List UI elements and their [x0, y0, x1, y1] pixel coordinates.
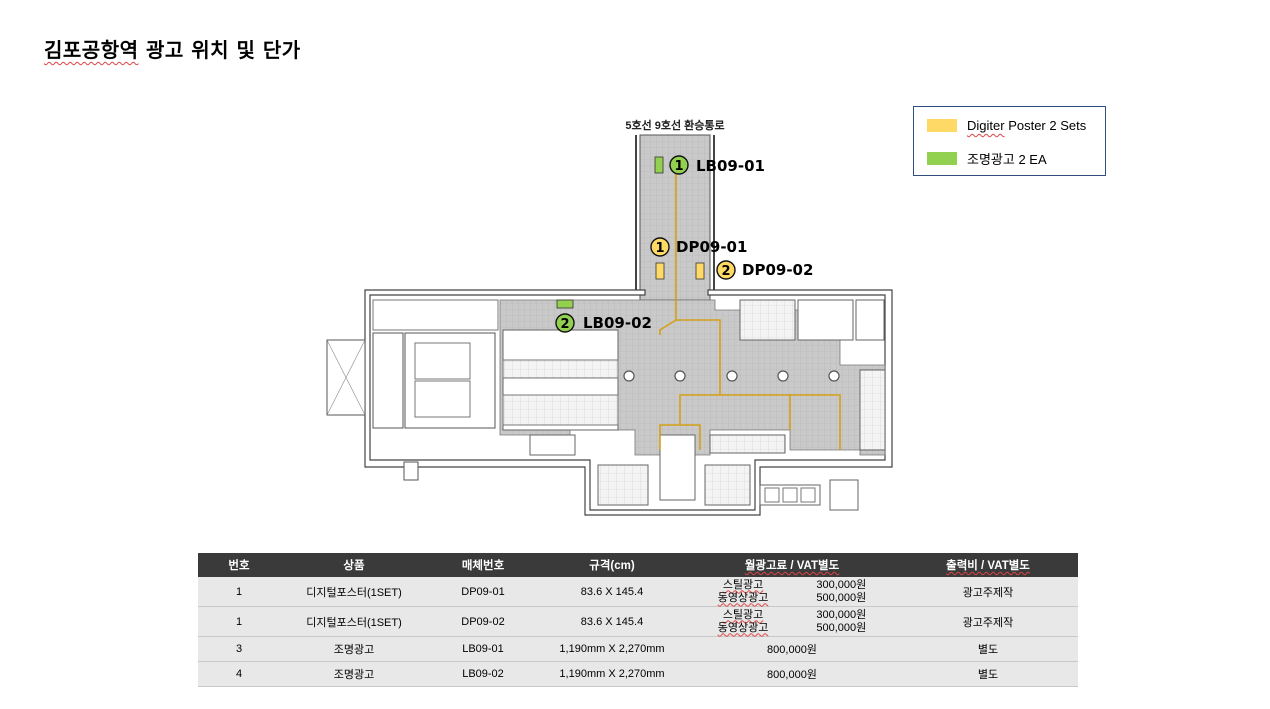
cell-code: LB09-02	[428, 661, 538, 687]
legend-item-light-box: 조명광고 2 EA	[927, 149, 1047, 168]
marker-number: 1	[655, 241, 664, 256]
cell-code: DP09-02	[428, 606, 538, 637]
fee-price: 300,000원	[816, 608, 867, 621]
legend-label: 조명광고 2 EA	[967, 152, 1047, 167]
fee-label: 동영상광고	[717, 591, 769, 604]
cell-size: 1,190mm X 2,270mm	[538, 636, 686, 662]
corridor-label: 5호선 9호선 환승통로	[625, 118, 724, 132]
cell-fee: 800,000원	[686, 661, 898, 687]
title-station: 김포공항역	[44, 38, 139, 62]
cell-print: 별도	[898, 636, 1078, 662]
header-size: 규격(cm)	[538, 553, 686, 577]
ad-marker-lb09-01: 1 LB09-01	[654, 155, 765, 175]
marker-number-badge	[650, 237, 670, 257]
header-print-fee-label: 출력비 / VAT별도	[946, 560, 1030, 572]
cell-product: 디지털포스터(1SET)	[280, 606, 428, 637]
cell-fee: 스틸광고 300,000원 동영상광고 500,000원	[686, 606, 898, 637]
price-table: 번호 상품 매체번호 규격(cm) 월광고료 / VAT별도 출력비 / VAT…	[198, 553, 1078, 687]
fee-label: 동영상광고	[717, 621, 769, 634]
title-rest: 광고 위치 및 단가	[138, 38, 301, 62]
cell-print: 광고주제작	[898, 577, 1078, 607]
page-title: 김포공항역 광고 위치 및 단가	[44, 34, 301, 63]
cell-no: 1	[198, 606, 280, 637]
fee-price: 500,000원	[816, 591, 867, 604]
table-header-row: 번호 상품 매체번호 규격(cm) 월광고료 / VAT별도 출력비 / VAT…	[198, 553, 1078, 577]
cell-size: 83.6 X 145.4	[538, 606, 686, 637]
legend-swatch-green	[927, 152, 957, 165]
header-print-fee: 출력비 / VAT별도	[898, 553, 1078, 577]
cell-no: 4	[198, 661, 280, 687]
ad-panel-digital	[655, 262, 665, 280]
cell-product: 디지털포스터(1SET)	[280, 577, 428, 607]
marker-number: 2	[721, 264, 730, 279]
fee-price: 300,000원	[816, 578, 867, 591]
table-row: 3 조명광고 LB09-01 1,190mm X 2,270mm 800,000…	[198, 636, 1078, 662]
marker-code: LB09-02	[583, 314, 652, 332]
ad-panel-digital	[695, 262, 705, 280]
ad-marker-lb09-02: 2 LB09-02	[555, 299, 652, 333]
cell-size: 83.6 X 145.4	[538, 577, 686, 607]
header-no: 번호	[198, 553, 280, 577]
cell-code: LB09-01	[428, 636, 538, 662]
cell-fee: 800,000원	[686, 636, 898, 662]
ad-marker-dp09-01: 1 DP09-01	[650, 237, 747, 280]
legend-label: Digiter Poster 2 Sets	[967, 118, 1087, 133]
marker-number-badge	[716, 260, 736, 280]
ad-panel-light	[556, 299, 574, 309]
table-row: 1 디지털포스터(1SET) DP09-01 83.6 X 145.4 스틸광고…	[198, 577, 1078, 607]
cell-no: 3	[198, 636, 280, 662]
cell-code: DP09-01	[428, 577, 538, 607]
fee-label: 스틸광고	[722, 608, 764, 621]
table-row: 1 디지털포스터(1SET) DP09-02 83.6 X 145.4 스틸광고…	[198, 606, 1078, 637]
marker-number: 1	[674, 159, 683, 174]
marker-number-badge	[669, 155, 689, 175]
fee-label: 스틸광고	[722, 578, 764, 591]
legend: Digiter Poster 2 Sets 조명광고 2 EA	[913, 106, 1106, 176]
header-monthly-fee: 월광고료 / VAT별도	[686, 553, 898, 577]
cell-fee: 스틸광고 300,000원 동영상광고 500,000원	[686, 577, 898, 607]
fee-price: 500,000원	[816, 621, 867, 634]
marker-code: DP09-01	[676, 238, 747, 256]
table-row: 4 조명광고 LB09-02 1,190mm X 2,270mm 800,000…	[198, 661, 1078, 687]
cell-size: 1,190mm X 2,270mm	[538, 661, 686, 687]
marker-number-badge	[555, 313, 575, 333]
marker-code: DP09-02	[742, 261, 813, 279]
header-code: 매체번호	[428, 553, 538, 577]
cell-print: 별도	[898, 661, 1078, 687]
ad-marker-dp09-02: 2 DP09-02	[695, 260, 813, 280]
cell-no: 1	[198, 577, 280, 607]
header-product: 상품	[280, 553, 428, 577]
header-monthly-fee-label: 월광고료 / VAT별도	[744, 560, 840, 572]
legend-item-digital-poster: Digiter Poster 2 Sets	[927, 118, 1086, 133]
cell-print: 광고주제작	[898, 606, 1078, 637]
marker-number: 2	[560, 317, 569, 332]
marker-code: LB09-01	[696, 157, 765, 175]
ad-panel-light	[654, 156, 664, 174]
cell-product: 조명광고	[280, 636, 428, 662]
legend-swatch-yellow	[927, 119, 957, 132]
cell-product: 조명광고	[280, 661, 428, 687]
